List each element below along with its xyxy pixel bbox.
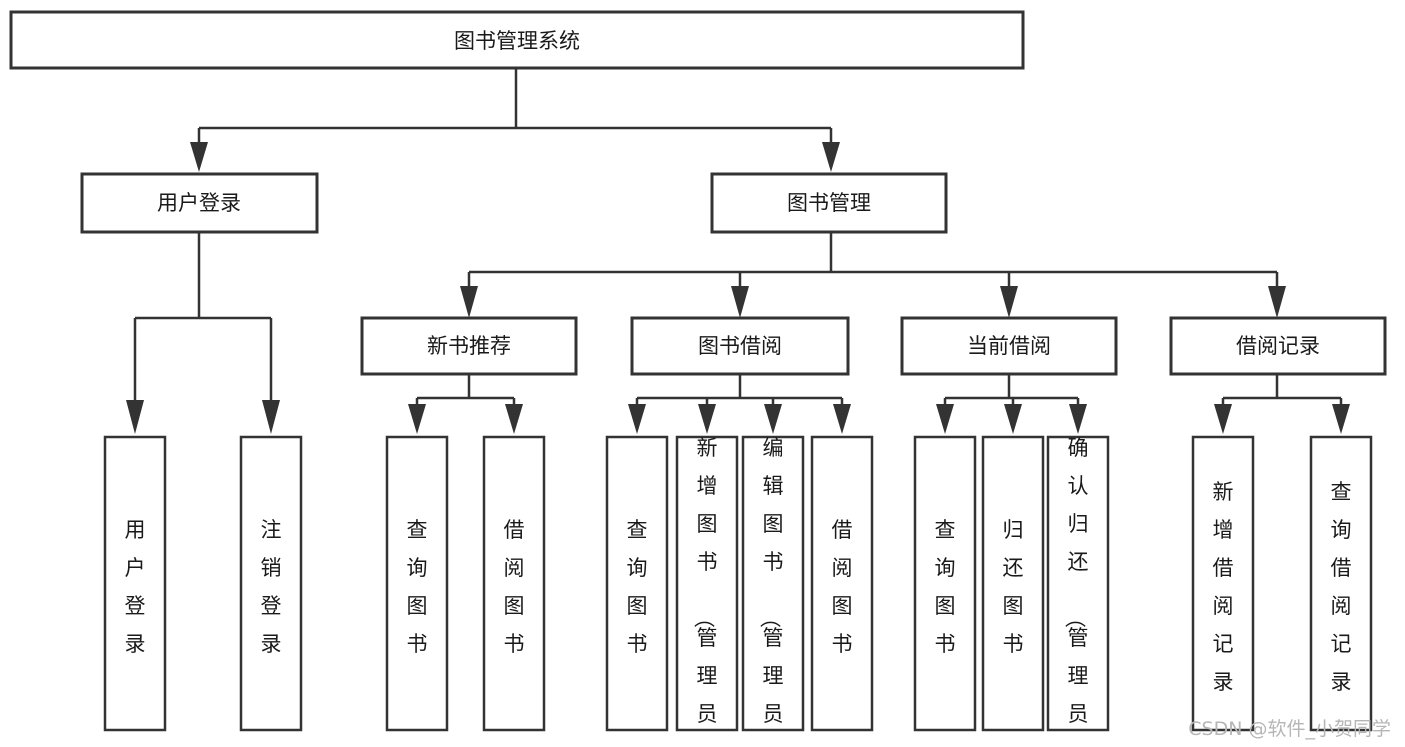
arrow-leaf-records-1 bbox=[1332, 404, 1350, 434]
node-book-borrow-label: 图书借阅 bbox=[698, 334, 782, 358]
leaf-borrow-3[interactable]: 借阅图书 bbox=[810, 435, 874, 732]
node-book-management-label: 图书管理 bbox=[787, 191, 871, 215]
node-book-management-box[interactable] bbox=[710, 172, 948, 234]
arrow-leaf-borrow-3 bbox=[833, 404, 851, 434]
leaf-new-book-0-box[interactable] bbox=[385, 435, 449, 732]
leaf-current-1-label: 归还图书 bbox=[1003, 518, 1024, 656]
leaf-current-2-label: 确认归还（管理员） bbox=[1063, 436, 1089, 747]
arrow-records bbox=[1268, 286, 1286, 318]
leaf-borrow-2[interactable]: 编辑图书（管理员） bbox=[741, 435, 805, 747]
arrow-leaf-current-0 bbox=[936, 404, 954, 434]
leaf-current-1[interactable]: 归还图书 bbox=[981, 435, 1045, 732]
connector-group bbox=[126, 68, 1350, 434]
leaf-user-login-0-label: 用户登录 bbox=[125, 518, 146, 656]
leaf-borrow-1-box[interactable] bbox=[675, 435, 739, 732]
node-book-management[interactable]: 图书管理 bbox=[710, 172, 948, 234]
leaf-new-book-1-box[interactable] bbox=[482, 435, 546, 732]
arrow-leaf-borrow-2 bbox=[764, 404, 782, 434]
leaf-records-0-label: 新增借阅记录 bbox=[1213, 480, 1234, 694]
leaf-current-0[interactable]: 查询图书 bbox=[913, 435, 977, 732]
leaf-current-2[interactable]: 确认归还（管理员） bbox=[1046, 435, 1110, 747]
node-root-box[interactable] bbox=[9, 10, 1025, 70]
node-borrow-records-box[interactable] bbox=[1169, 316, 1387, 376]
node-book-borrow[interactable]: 图书借阅 bbox=[630, 316, 850, 376]
leaf-user-login-0-box[interactable] bbox=[103, 435, 167, 732]
leaf-user-login-1[interactable]: 注销登录 bbox=[239, 435, 303, 732]
leaf-records-0[interactable]: 新增借阅记录 bbox=[1191, 435, 1255, 732]
arrow-leaf-current-2 bbox=[1069, 404, 1087, 434]
leaf-records-1[interactable]: 查询借阅记录 bbox=[1309, 435, 1373, 732]
node-current-borrow-box[interactable] bbox=[900, 316, 1118, 376]
node-borrow-records-label: 借阅记录 bbox=[1236, 334, 1320, 358]
leaf-borrow-2-label: 编辑图书（管理员） bbox=[758, 436, 784, 747]
arrow-current bbox=[1000, 286, 1018, 318]
node-current-borrow-label: 当前借阅 bbox=[967, 334, 1051, 358]
arrow-leaf-records-0 bbox=[1214, 404, 1232, 434]
leaf-records-1-box[interactable] bbox=[1309, 435, 1373, 732]
leaf-borrow-0-box[interactable] bbox=[605, 435, 669, 732]
leaf-current-0-box[interactable] bbox=[913, 435, 977, 732]
node-user-login-box[interactable] bbox=[80, 172, 319, 234]
node-user-login[interactable]: 用户登录 bbox=[80, 172, 319, 234]
node-book-borrow-box[interactable] bbox=[630, 316, 850, 376]
csdn-watermark: CSDN @软件_小贺同学 bbox=[1188, 718, 1391, 740]
node-user-login-label: 用户登录 bbox=[157, 191, 241, 215]
leaf-user-login-0[interactable]: 用户登录 bbox=[103, 435, 167, 732]
arrow-leaf-user-login-1 bbox=[262, 400, 280, 434]
leaf-borrow-0-label: 查询图书 bbox=[627, 518, 648, 656]
leaf-current-1-box[interactable] bbox=[981, 435, 1045, 732]
leaf-new-book-1[interactable]: 借阅图书 bbox=[482, 435, 546, 732]
leaf-new-book-0-label: 查询图书 bbox=[407, 518, 428, 656]
leaf-new-book-1-label: 借阅图书 bbox=[504, 518, 525, 656]
leaf-borrow-1-label: 新增图书（管理员） bbox=[692, 436, 718, 747]
arrow-leaf-current-1 bbox=[1004, 404, 1022, 434]
node-borrow-records[interactable]: 借阅记录 bbox=[1169, 316, 1387, 376]
node-new-book-recommend-label: 新书推荐 bbox=[427, 334, 511, 358]
arrow-newbook bbox=[460, 286, 478, 318]
arrow-leaf-user-login-0 bbox=[126, 400, 144, 434]
leaf-current-2-box[interactable] bbox=[1046, 435, 1110, 732]
leaf-borrow-1[interactable]: 新增图书（管理员） bbox=[675, 435, 739, 747]
arrow-book-mgmt bbox=[822, 142, 840, 172]
leaf-records-1-label: 查询借阅记录 bbox=[1331, 480, 1352, 694]
node-root[interactable]: 图书管理系统 bbox=[9, 10, 1025, 70]
leaf-user-login-1-box[interactable] bbox=[239, 435, 303, 732]
node-new-book-recommend-box[interactable] bbox=[360, 316, 578, 376]
node-root-label: 图书管理系统 bbox=[454, 29, 580, 53]
node-current-borrow[interactable]: 当前借阅 bbox=[900, 316, 1118, 376]
leaf-user-login-1-label: 注销登录 bbox=[261, 518, 282, 656]
arrow-user-login bbox=[190, 142, 208, 172]
arrow-leaf-borrow-1 bbox=[698, 404, 716, 434]
node-new-book-recommend[interactable]: 新书推荐 bbox=[360, 316, 578, 376]
leaf-new-book-0[interactable]: 查询图书 bbox=[385, 435, 449, 732]
arrow-leaf-newbook-1 bbox=[505, 404, 523, 434]
leaf-borrow-2-box[interactable] bbox=[741, 435, 805, 732]
leaf-borrow-3-box[interactable] bbox=[810, 435, 874, 732]
arrow-leaf-newbook-0 bbox=[408, 404, 426, 434]
leaf-records-0-box[interactable] bbox=[1191, 435, 1255, 732]
leaf-current-0-label: 查询图书 bbox=[935, 518, 956, 656]
arrow-leaf-borrow-0 bbox=[628, 404, 646, 434]
leaf-borrow-0[interactable]: 查询图书 bbox=[605, 435, 669, 732]
arrow-borrow bbox=[731, 286, 749, 318]
leaf-borrow-3-label: 借阅图书 bbox=[832, 518, 853, 656]
